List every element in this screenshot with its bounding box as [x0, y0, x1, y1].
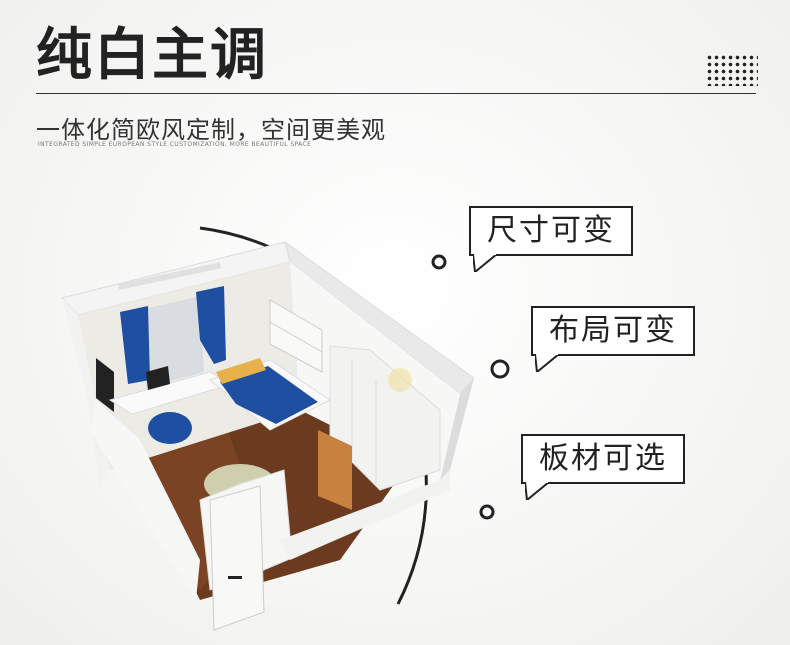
arc-dot-1	[431, 254, 447, 270]
subtitle: 一体化简欧风定制，空间更美观	[36, 116, 386, 144]
subtitle-english: INTEGRATED SIMPLE EUROPEAN STYLE CUSTOMI…	[38, 141, 312, 148]
callout-tail-icon	[535, 354, 561, 372]
feature-label-layout: 布局可变	[531, 306, 695, 372]
curtain-right	[196, 286, 226, 364]
door	[209, 485, 265, 631]
dot-pattern-decoration	[706, 54, 758, 86]
tv	[96, 358, 114, 412]
chair	[148, 412, 192, 444]
bed-cover	[220, 366, 318, 424]
callout-tail-icon	[525, 482, 551, 500]
divider-line	[36, 93, 756, 94]
window	[140, 296, 204, 388]
curtain-left	[120, 306, 150, 384]
wall-shelf	[269, 299, 323, 373]
laptop	[146, 366, 170, 390]
arc-dot-3	[479, 504, 495, 520]
feature-label-material: 板材可选	[521, 434, 685, 500]
feature-label-text: 尺寸可变	[487, 213, 615, 248]
feature-label-text: 板材可选	[539, 441, 667, 476]
side-cabinet	[318, 430, 352, 510]
arc-dot-2	[490, 359, 510, 379]
pillows	[216, 358, 266, 384]
feature-label-size: 尺寸可变	[469, 206, 633, 272]
callout-tail-icon	[473, 254, 499, 272]
feature-label-text: 布局可变	[549, 313, 677, 348]
page-title: 纯白主调	[36, 23, 268, 88]
